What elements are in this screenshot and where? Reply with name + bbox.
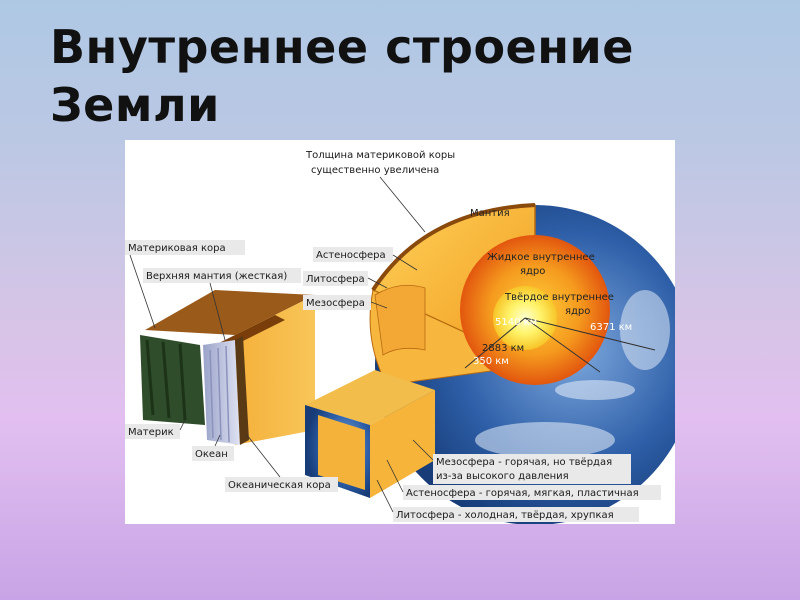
continental-crust-face-fill — [140, 335, 205, 425]
earth-structure-figure: Толщина материковой коры существенно уве… — [125, 140, 675, 524]
continent-top-face — [145, 290, 315, 335]
pointer-litho-desc — [376, 479, 394, 513]
top-note-pointer — [379, 176, 426, 233]
label-asthenosphere: Астеносфера — [316, 250, 386, 261]
radius-line-2883 — [524, 317, 601, 373]
radius-line-6371 — [524, 317, 656, 351]
label-ocean: Океан — [195, 449, 228, 460]
label-meso-desc-line-2: из-за высокого давления — [436, 471, 569, 482]
label-solid-core-line-2: ядро — [565, 306, 590, 317]
ocean-block-inner — [318, 415, 365, 490]
continental-block — [140, 290, 315, 445]
top-note-line-2: существенно увеличена — [311, 165, 439, 176]
pointer-continent — [179, 419, 186, 431]
label-bg-oceanic-crust — [225, 477, 338, 492]
pointer-lithosphere — [367, 277, 388, 289]
ocean-slab-lines — [209, 345, 230, 443]
label-km-6371: 6371 км — [590, 322, 632, 333]
label-bg-lithosphere — [303, 271, 368, 286]
label-meso-desc-line-1: Мезосфера - горячая, но твёрдая — [436, 457, 612, 468]
pointer-meso-desc — [412, 439, 434, 461]
ocean-block-top — [305, 370, 435, 425]
label-km-350: 350 км — [473, 356, 509, 367]
label-bg-astheno-desc — [403, 485, 661, 500]
pointer-mesosphere — [370, 301, 388, 309]
title-line-1: Внутреннее строение — [50, 20, 634, 74]
label-oceanic-crust: Океаническая кора — [228, 480, 331, 491]
label-mesosphere: Мезосфера — [306, 298, 365, 309]
label-bg-mesosphere — [303, 295, 371, 310]
label-bg-meso-desc — [433, 454, 631, 484]
oceanic-crust-strip — [235, 336, 249, 445]
label-solid-core-line-1: Твёрдое внутреннее — [504, 292, 614, 303]
label-liquid-core-line-2: ядро — [520, 266, 545, 277]
label-bg-continent — [125, 424, 180, 439]
pointer-continental-crust — [129, 254, 156, 329]
pointer-asthenosphere — [392, 254, 418, 271]
ocean-slab — [203, 340, 240, 445]
top-note-line-1: Толщина материковой коры — [305, 150, 455, 161]
label-lithosphere: Литосфера — [306, 274, 365, 285]
label-bg-continental-crust — [125, 240, 245, 255]
label-bg-litho-desc — [393, 507, 639, 522]
title-line-2: Земли — [50, 78, 220, 132]
label-continent: Материк — [128, 427, 174, 438]
slide-title: Внутреннее строение Земли — [50, 18, 634, 134]
pointer-upper-mantle — [209, 282, 226, 341]
globe — [369, 203, 675, 524]
radius-line-350 — [464, 317, 526, 369]
label-km-5140: 5140 км — [495, 317, 537, 328]
label-astheno-desc: Астеносфера - горячая, мягкая, пластична… — [406, 488, 639, 499]
label-litho-desc: Литосфера - холодная, твёрдая, хрупкая — [396, 510, 614, 521]
label-mantle: Мантия — [470, 208, 510, 219]
label-upper-mantle: Верхняя мантия (жесткая) — [146, 271, 287, 282]
label-km-2883: 2883 км — [482, 343, 524, 354]
asthenosphere-band — [374, 284, 426, 356]
crust-rim — [371, 203, 536, 292]
label-bg-ocean — [192, 446, 234, 461]
crust-strata — [145, 339, 187, 421]
pointer-oceanic-crust — [246, 434, 281, 478]
label-liquid-core-line-1: Жидкое внутреннее — [487, 252, 595, 263]
label-bg-upper-mantle — [143, 268, 301, 283]
label-bg-asthenosphere — [313, 247, 393, 262]
earth-structure-diagram: Толщина материковой коры существенно уве… — [125, 150, 675, 524]
pointer-astheno-desc — [386, 459, 404, 493]
label-continental-crust: Материковая кора — [128, 243, 226, 254]
oceanic-block — [305, 370, 435, 498]
pointer-ocean — [214, 434, 221, 447]
ocean-block-side — [370, 390, 435, 498]
